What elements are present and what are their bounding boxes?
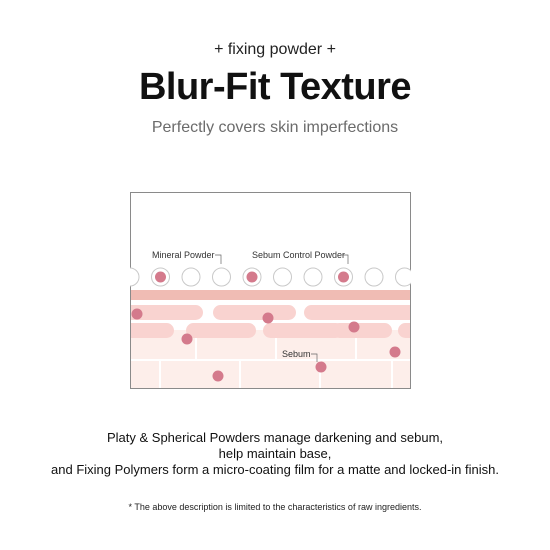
skin-cells-row-2 bbox=[130, 323, 411, 338]
sebum-absorbed-dot bbox=[246, 271, 258, 283]
sebum-control-powder-label: Sebum Control Powder bbox=[252, 250, 345, 260]
sebum-control-powder-callout: Sebum Control Powder bbox=[252, 250, 349, 264]
mineral-powder-label: Mineral Powder bbox=[152, 250, 215, 260]
sebum-dot bbox=[212, 370, 224, 382]
sebum-dot bbox=[181, 333, 193, 345]
skin-layer-diagram: Mineral Powder Sebum Control Powder Sebu… bbox=[130, 192, 411, 389]
sebum-dot bbox=[131, 308, 143, 320]
sebum-dot bbox=[315, 361, 327, 373]
sebum-dots bbox=[131, 308, 401, 382]
description-line: and Fixing Polymers form a micro-coating… bbox=[51, 462, 499, 477]
description-line: help maintain base, bbox=[218, 446, 332, 461]
mineral-powder-particle bbox=[130, 267, 140, 287]
sebum-absorbed-dot bbox=[338, 271, 349, 283]
sebum-label: Sebum bbox=[282, 349, 311, 359]
sebum-dot bbox=[389, 346, 401, 358]
mineral-powder-particle bbox=[181, 267, 201, 287]
description-line: Platy & Spherical Powders manage darkeni… bbox=[106, 430, 444, 445]
page-title: Blur-Fit Texture bbox=[138, 66, 412, 108]
skin-cells-row-1 bbox=[130, 305, 411, 320]
mineral-powder-particle bbox=[212, 267, 231, 287]
mineral-powder-particle bbox=[395, 267, 411, 287]
diagram-frame bbox=[130, 192, 411, 389]
mineral-powder-callout: Mineral Powder bbox=[152, 250, 222, 264]
subtitle: Perfectly covers skin imperfections bbox=[151, 119, 399, 136]
coating-film bbox=[130, 290, 411, 300]
mineral-powder-particle bbox=[364, 267, 384, 287]
tagline: + fixing powder + bbox=[214, 41, 336, 58]
footnote: * The above description is limited to th… bbox=[128, 502, 422, 512]
sebum-absorbed-dot bbox=[155, 271, 166, 283]
sebum-dot bbox=[348, 321, 360, 333]
mineral-powder-particle bbox=[273, 267, 292, 287]
description: Platy & Spherical Powders manage darkeni… bbox=[0, 430, 550, 478]
sebum-callout: Sebum bbox=[282, 349, 318, 362]
sebum-dot bbox=[262, 312, 274, 324]
mineral-powder-particle bbox=[303, 267, 323, 287]
powder-particle-row bbox=[130, 267, 411, 287]
